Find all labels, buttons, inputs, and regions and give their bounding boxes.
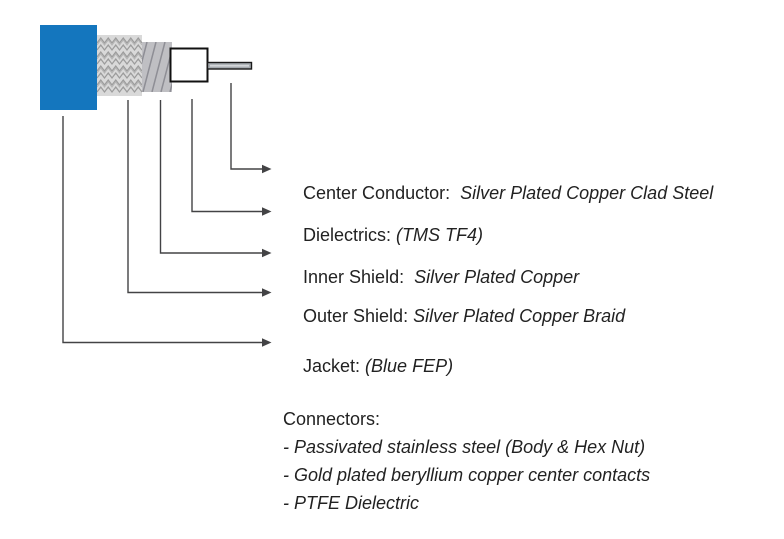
connectors-item: - Gold plated beryllium copper center co… [283, 465, 651, 485]
label-name: Center Conductor: [303, 183, 451, 203]
outer-shield-braid-layer [97, 35, 142, 96]
leader-line-dielectrics [191, 99, 263, 213]
label-value: (Blue FEP) [360, 356, 454, 376]
connectors-block: Connectors: - Passivated stainless steel… [283, 405, 650, 517]
leader-line-inner-shield [159, 100, 263, 254]
leader-line-outer-shield [127, 100, 263, 294]
connectors-item: - PTFE Dielectric [283, 493, 420, 513]
braid-zigzag-texture [97, 37, 142, 93]
label-jacket: Jacket: (Blue FEP) [283, 330, 453, 402]
label-name: Dielectrics: [303, 225, 392, 245]
inner-shield-layer [142, 42, 172, 92]
connectors-heading: Connectors: [283, 409, 381, 429]
arrowhead-icon [262, 248, 272, 258]
connectors-item: - Passivated stainless steel (Body & Hex… [283, 437, 646, 457]
jacket-layer [40, 25, 97, 110]
label-value: Silver Plated Copper Braid [408, 306, 626, 326]
label-name: Inner Shield: [303, 267, 405, 287]
dielectric-layer [169, 47, 209, 83]
braid-zigzag-texture-secondary [97, 39, 142, 88]
label-outer-shield: Outer Shield: Silver Plated Copper Braid [283, 280, 625, 352]
label-inner-shield: Inner Shield: Silver Plated Copper [283, 241, 579, 313]
label-name: Outer Shield: [303, 306, 409, 326]
label-value: Silver Plated Copper [404, 267, 580, 287]
label-value: (TMS TF4) [391, 225, 484, 245]
inner-shield-hatch-texture [142, 42, 172, 92]
arrowhead-icon [262, 164, 272, 174]
label-center-conductor: Center Conductor: Silver Plated Copper C… [283, 157, 713, 229]
arrowhead-icon [262, 288, 272, 297]
arrowhead-icon [262, 207, 272, 216]
leader-line-center-conductor [230, 83, 263, 170]
label-dielectrics: Dielectrics: (TMS TF4) [283, 199, 483, 271]
center-conductor-highlight [210, 64, 249, 67]
label-value: Silver Plated Copper Clad Steel [450, 183, 714, 203]
label-name: Jacket: [303, 356, 361, 376]
arrowhead-icon [262, 338, 272, 347]
leader-line-jacket [62, 116, 263, 344]
